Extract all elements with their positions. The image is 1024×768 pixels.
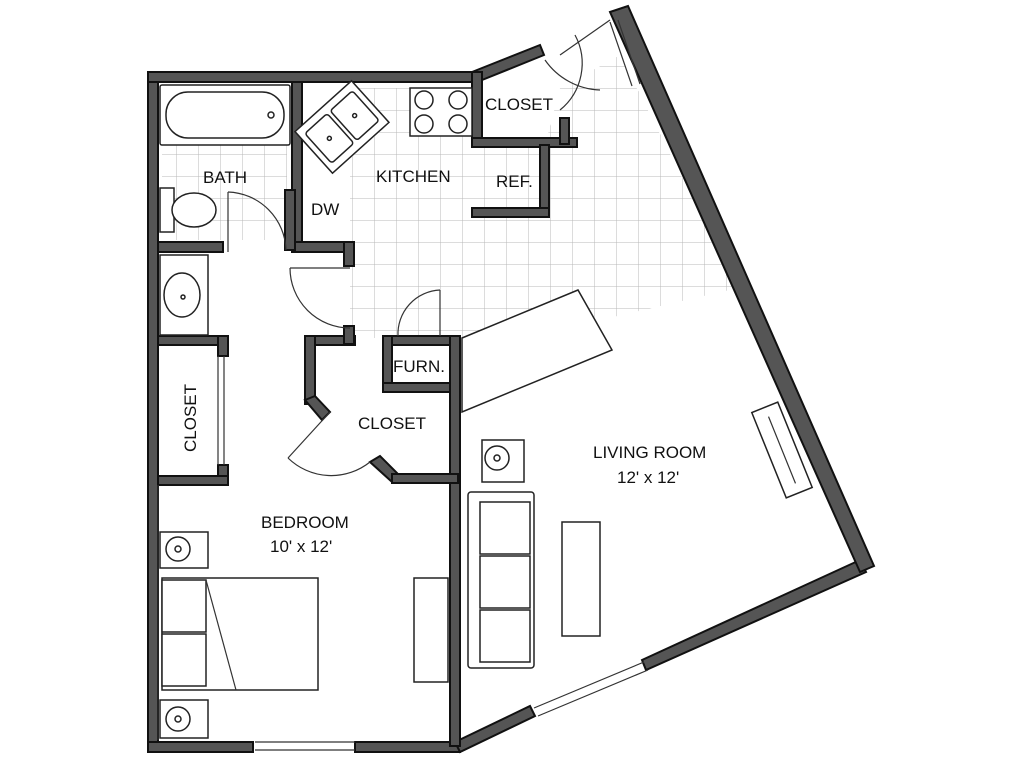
bath-door (227, 191, 287, 252)
label-refrigerator: REF. (496, 172, 533, 191)
label-bedroom: BEDROOM (261, 513, 349, 532)
toilet (159, 187, 217, 233)
label-bedroom-size: 10' x 12' (270, 537, 332, 556)
room-labels: BATH KITCHEN DW REF. CLOSET CLOSET CLOSE… (181, 95, 706, 556)
label-bath: BATH (203, 168, 247, 187)
label-closet-left: CLOSET (181, 384, 200, 452)
bathtub (159, 84, 291, 146)
center-closet-door (287, 411, 371, 477)
label-kitchen: KITCHEN (376, 167, 451, 186)
label-closet-center: CLOSET (358, 414, 426, 433)
walls (147, 4, 876, 754)
bedroom-furniture (159, 531, 449, 739)
label-furnace: FURN. (393, 357, 445, 376)
label-living-room: LIVING ROOM (593, 443, 706, 462)
furnace-door (397, 289, 441, 337)
left-closet-doors (217, 356, 225, 465)
label-living-room-size: 12' x 12' (617, 468, 679, 487)
stove (409, 87, 473, 137)
living-room-furniture (461, 289, 814, 669)
hall-door (289, 267, 351, 329)
entry-door (544, 19, 641, 111)
vanity-sink (159, 254, 209, 336)
label-closet-entry: CLOSET (485, 95, 553, 114)
kitchen-sink (293, 79, 391, 175)
windows (157, 485, 649, 751)
label-dishwasher: DW (311, 200, 339, 219)
